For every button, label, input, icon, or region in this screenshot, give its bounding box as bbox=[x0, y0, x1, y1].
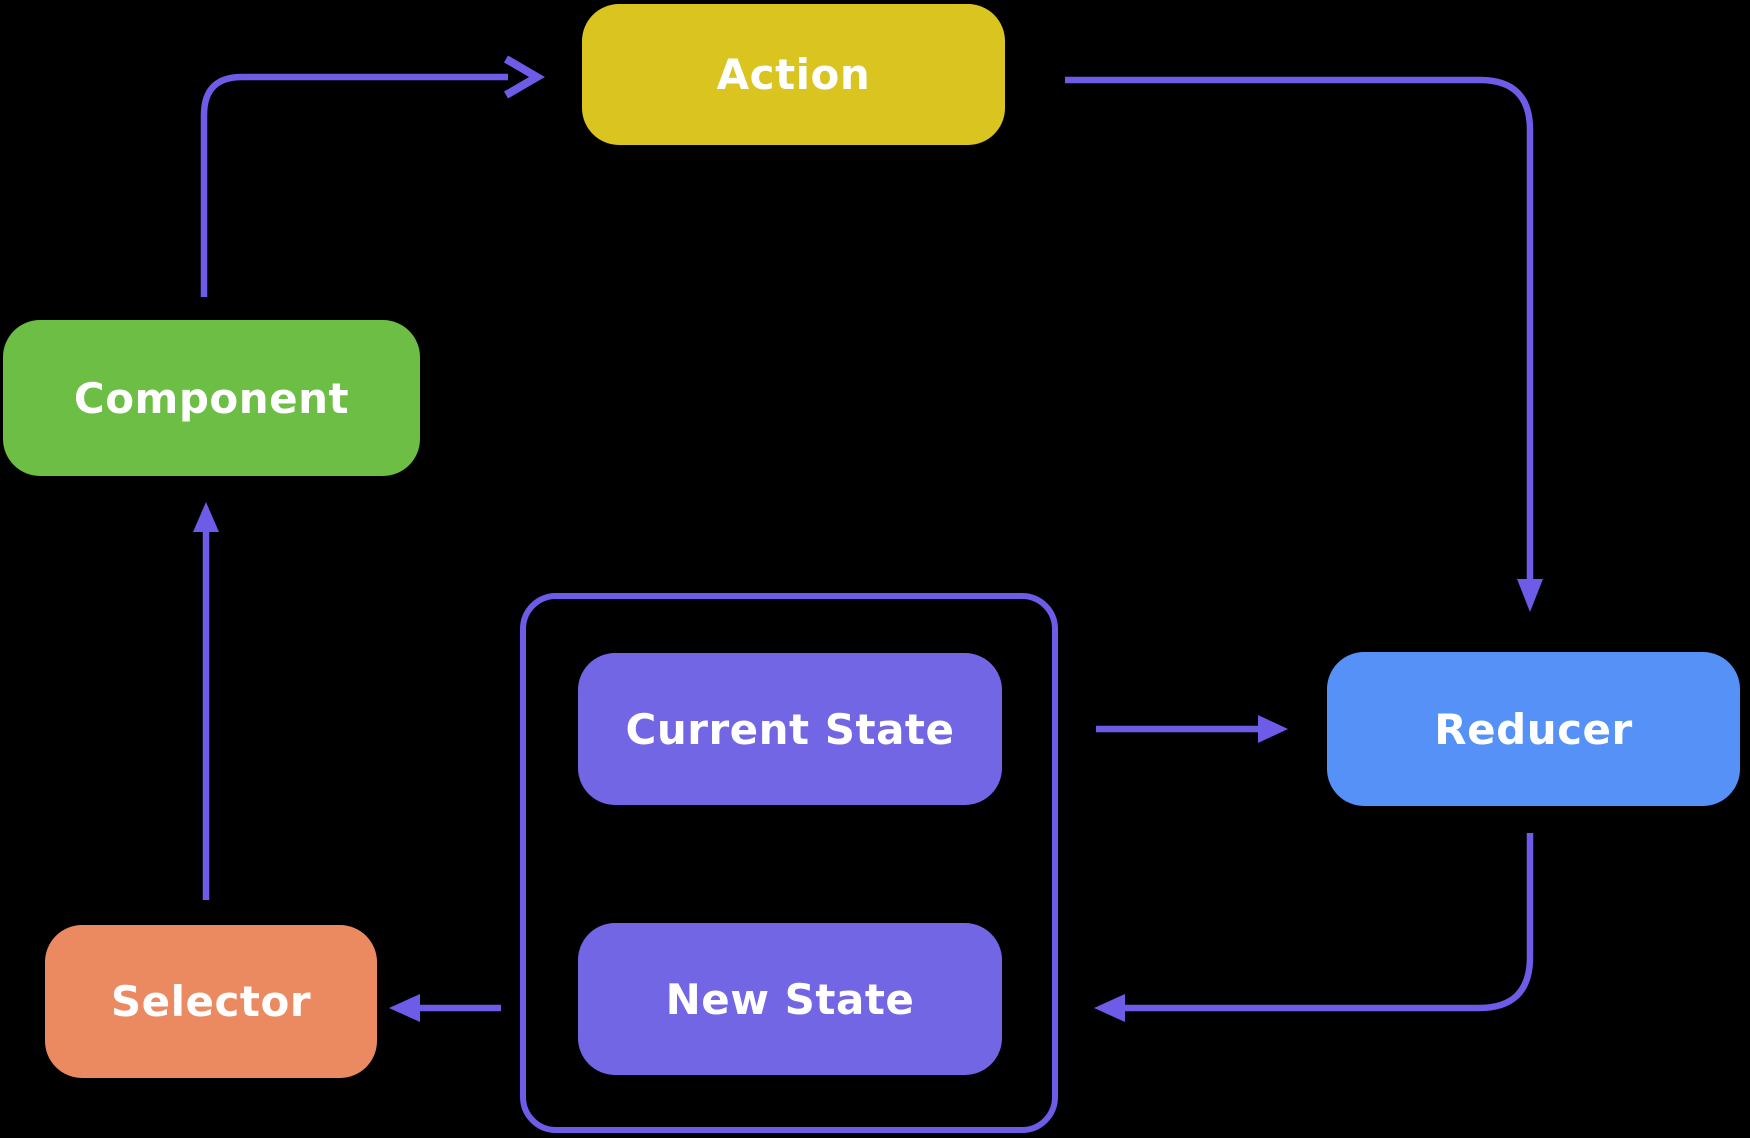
arrow-store-to-selector bbox=[389, 994, 501, 1022]
node-action-label: Action bbox=[716, 50, 871, 99]
node-reducer-label: Reducer bbox=[1434, 704, 1633, 754]
node-component-label: Component bbox=[73, 373, 350, 423]
arrow-reducer-to-store bbox=[1094, 833, 1534, 1022]
store-container bbox=[520, 593, 1058, 1133]
arrow-component-to-action bbox=[200, 55, 545, 297]
node-reducer: Reducer bbox=[1327, 652, 1740, 806]
arrow-current-state-to-reducer bbox=[1096, 715, 1288, 743]
node-component: Component bbox=[3, 320, 420, 476]
node-new-state: New State bbox=[578, 923, 1002, 1075]
arrow-selector-to-component bbox=[193, 502, 219, 900]
node-action: Action bbox=[582, 4, 1005, 145]
node-selector: Selector bbox=[45, 925, 377, 1078]
node-current-state: Current State bbox=[578, 653, 1002, 805]
node-new-state-label: New State bbox=[665, 974, 915, 1024]
arrow-action-to-reducer bbox=[1065, 76, 1543, 612]
node-selector-label: Selector bbox=[110, 977, 312, 1026]
node-current-state-label: Current State bbox=[625, 704, 955, 754]
